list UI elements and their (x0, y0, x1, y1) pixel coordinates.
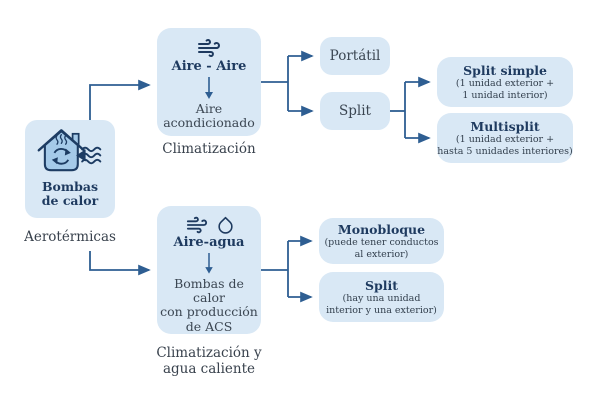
down-arrow-icon (205, 252, 213, 274)
node-monobloque-detail: (puede tener conductos al exterior) (324, 237, 439, 260)
root-node-bombas-de-calor: Bombas de calor (25, 120, 115, 218)
node-split-acs-detail: (hay una unidad interior y una exterior) (326, 293, 437, 316)
node-multisplit: Multisplit (1 unidad exterior + hasta 5 … (437, 113, 573, 163)
node-portatil-title: Portátil (329, 48, 381, 64)
node-split-acs: Split (hay una unidad interior y una ext… (319, 272, 444, 322)
node-monobloque: Monobloque (puede tener conductos al ext… (319, 218, 444, 264)
node-aire-agua-heading: Aire-agua (173, 235, 245, 250)
root-node-caption: Aerotérmicas (24, 229, 116, 245)
wind-icon (186, 216, 208, 234)
down-arrow-icon (205, 76, 213, 99)
caption-climatizacion-agua: Climatización y agua caliente (156, 345, 262, 378)
root-node-title: Bombas de calor (41, 179, 99, 209)
node-aire-aire: Aire - Aire Aire acondicionado (157, 28, 261, 136)
node-split-acs-title: Split (364, 278, 399, 294)
droplet-icon (218, 216, 233, 234)
node-aire-agua-description: Bombas de calor con producción de ACS (160, 275, 258, 334)
heat-pump-house-icon (37, 129, 102, 172)
node-split-simple: Split simple (1 unidad exterior + 1 unid… (437, 57, 573, 107)
aire-agua-icons (183, 214, 235, 236)
node-aire-agua: Aire-agua Bombas de calor con producción… (157, 206, 261, 334)
node-aire-aire-heading: Aire - Aire (171, 59, 247, 74)
wind-icon (198, 39, 220, 57)
node-aire-aire-description: Aire acondicionado (163, 100, 255, 131)
node-split: Split (320, 92, 390, 130)
node-monobloque-title: Monobloque (337, 222, 426, 238)
node-split-simple-detail: (1 unidad exterior + 1 unidad interior) (455, 78, 555, 101)
node-split-title: Split (339, 103, 371, 119)
node-portatil: Portátil (320, 37, 390, 75)
caption-climatizacion: Climatización (162, 141, 256, 157)
node-multisplit-title: Multisplit (470, 119, 540, 135)
node-split-simple-title: Split simple (463, 63, 547, 79)
node-multisplit-detail: (1 unidad exterior + hasta 5 unidades in… (437, 134, 573, 157)
